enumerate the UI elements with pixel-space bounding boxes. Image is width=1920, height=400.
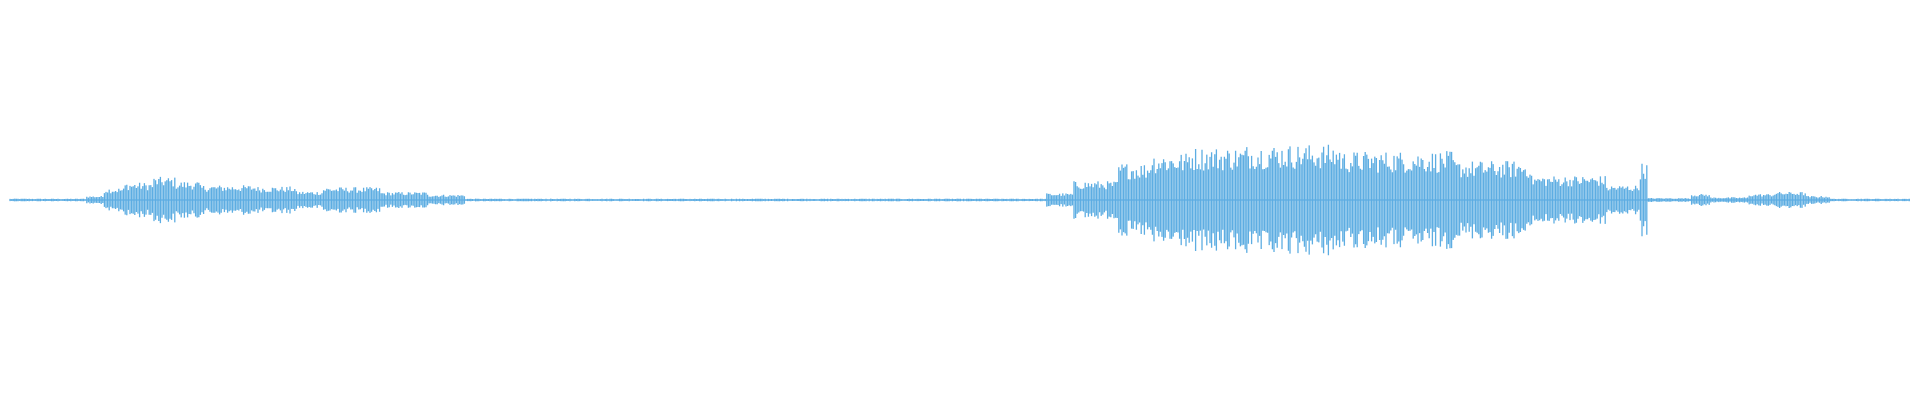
waveform-lines <box>9 144 1910 256</box>
